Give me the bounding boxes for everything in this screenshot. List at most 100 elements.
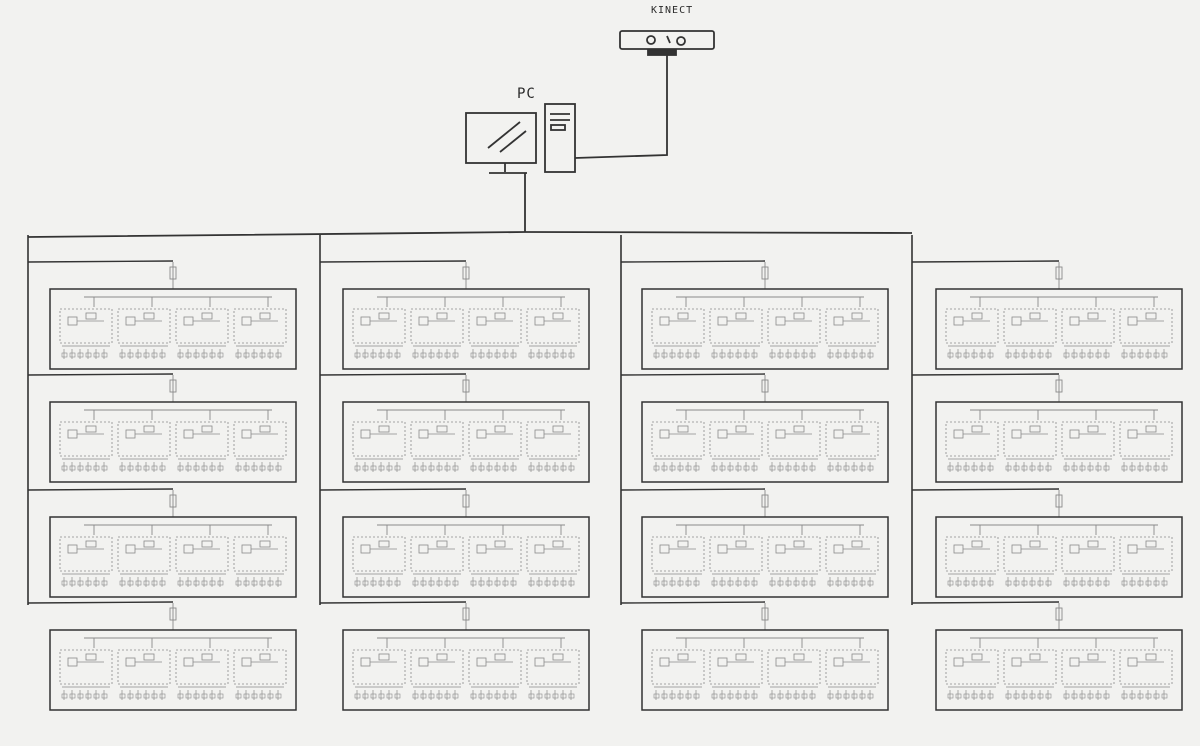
module [1003,297,1057,359]
module-box [468,536,522,572]
device-icon [69,352,76,358]
module-chip-icon [360,657,371,667]
module-chip-icon [1029,425,1041,433]
device-icon [502,352,509,358]
device-icon [769,580,776,586]
module [468,525,522,587]
device-icon [412,580,419,586]
module-box [59,536,113,572]
device-icon [159,693,166,699]
device-icon [793,352,800,358]
module-chip-icon [259,425,271,433]
device-icon [669,465,676,471]
module-box [1119,649,1173,685]
module-chip-icon [1069,429,1080,439]
device-icon [979,352,986,358]
device-icon [1103,580,1110,586]
device-icon [544,465,551,471]
module-chip-icon [775,657,786,667]
device-icon [394,693,401,699]
device-icon [1021,693,1028,699]
device-icon [1005,465,1012,471]
device-icon [135,580,142,586]
device-icon [251,465,258,471]
panel-group [319,488,590,598]
panel-group [319,373,590,483]
device-icon [809,693,816,699]
panel-group [620,260,889,370]
branch-line [319,260,467,263]
device-icon [412,465,419,471]
panel [641,629,889,711]
device-icon [560,465,567,471]
device-icon [1121,352,1128,358]
device-icon [378,465,385,471]
device-icon [143,465,150,471]
device-icon [552,465,559,471]
panel [641,401,889,483]
module-chip-icon [1127,429,1138,439]
device-icon [1103,465,1110,471]
module-chip-icon [1011,657,1022,667]
module-box [526,421,580,457]
device-icon [536,580,543,586]
module [945,410,999,472]
device-icon [127,693,134,699]
module [117,410,171,472]
module-chip-icon [833,316,844,326]
module [1003,410,1057,472]
module [1003,638,1057,700]
module-chip-icon [534,657,545,667]
device-icon [1145,693,1152,699]
device-icon [963,352,970,358]
module-chip-icon [1145,425,1157,433]
module [825,297,879,359]
module-chip-icon [953,429,964,439]
panel-group [319,601,590,711]
module-chip-icon [552,540,564,548]
device-icon [386,693,393,699]
device-icon [143,352,150,358]
module-chip-icon [183,657,194,667]
device-icon [685,465,692,471]
module-chip-icon [677,653,689,661]
device-icon [354,580,361,586]
device-icon [1129,580,1136,586]
device-icon [1045,693,1052,699]
module [59,297,113,359]
module [410,410,464,472]
device-icon [827,693,834,699]
device-icon [486,352,493,358]
device-icon [127,465,134,471]
module [352,410,406,472]
device-icon [394,465,401,471]
module-chip-icon [971,425,983,433]
module [1003,525,1057,587]
module-box [1061,536,1115,572]
device-icon [1137,465,1144,471]
device-icon [963,465,970,471]
branch-line [27,373,174,376]
device-icon [661,352,668,358]
module-box [709,649,763,685]
device-icon [1063,465,1070,471]
module-box [352,536,406,572]
module-chip-icon [851,425,863,433]
device-icon [987,352,994,358]
device-icon [835,693,842,699]
device-icon [510,352,517,358]
module-chip-icon [183,429,194,439]
module-box [175,421,229,457]
module-box [59,421,113,457]
device-icon [143,580,150,586]
device-icon [201,580,208,586]
module [526,410,580,472]
device-icon [275,352,282,358]
device-icon [955,580,962,586]
module-chip-icon [201,312,213,320]
module [526,297,580,359]
module-chip-icon [67,429,78,439]
module [825,410,879,472]
device-icon [420,693,427,699]
device-icon [544,352,551,358]
